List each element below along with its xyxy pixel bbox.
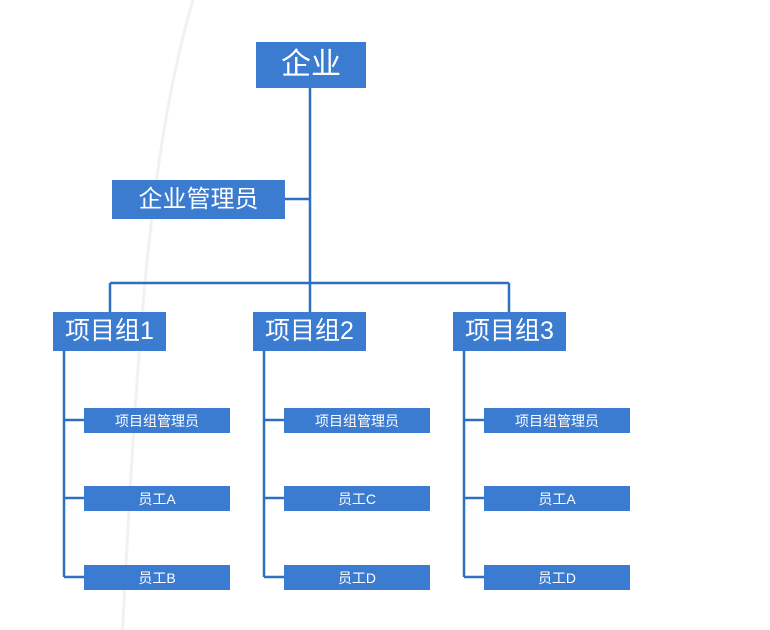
node-enterprise-admin-label: 企业管理员 xyxy=(138,185,259,213)
node-group-1-child-2-label: 员工A xyxy=(138,490,176,507)
node-group-2-child-2-label: 员工C xyxy=(337,490,377,507)
node-enterprise-label: 企业 xyxy=(281,48,341,81)
node-group-2-child-1[interactable]: 项目组管理员 xyxy=(284,408,430,433)
node-group-1-child-1-label: 项目组管理员 xyxy=(115,412,199,429)
node-group-1-child-1[interactable]: 项目组管理员 xyxy=(84,408,230,433)
node-group-1-child-3-label: 员工B xyxy=(138,569,176,586)
node-group-3-child-1-label: 项目组管理员 xyxy=(515,412,599,429)
node-group-1-label: 项目组1 xyxy=(65,317,154,345)
node-group-3-child-3-label: 员工D xyxy=(537,569,577,586)
node-group-3-child-2[interactable]: 员工A xyxy=(484,486,630,511)
node-group-3-child-1[interactable]: 项目组管理员 xyxy=(484,408,630,433)
node-group-3-child-3[interactable]: 员工D xyxy=(484,565,630,590)
node-group-2[interactable]: 项目组2 xyxy=(253,312,366,351)
node-group-2-child-1-label: 项目组管理员 xyxy=(315,412,399,429)
node-group-2-label: 项目组2 xyxy=(265,317,354,345)
node-group-3-child-2-label: 员工A xyxy=(538,490,576,507)
node-enterprise[interactable]: 企业 xyxy=(256,42,366,88)
node-group-3[interactable]: 项目组3 xyxy=(453,312,566,351)
node-group-2-child-2[interactable]: 员工C xyxy=(284,486,430,511)
node-group-3-label: 项目组3 xyxy=(465,317,554,345)
node-enterprise-admin[interactable]: 企业管理员 xyxy=(112,180,285,219)
node-group-2-child-3-label: 员工D xyxy=(337,569,377,586)
node-group-1[interactable]: 项目组1 xyxy=(53,312,166,351)
node-group-1-child-3[interactable]: 员工B xyxy=(84,565,230,590)
node-group-2-child-3[interactable]: 员工D xyxy=(284,565,430,590)
node-group-1-child-2[interactable]: 员工A xyxy=(84,486,230,511)
